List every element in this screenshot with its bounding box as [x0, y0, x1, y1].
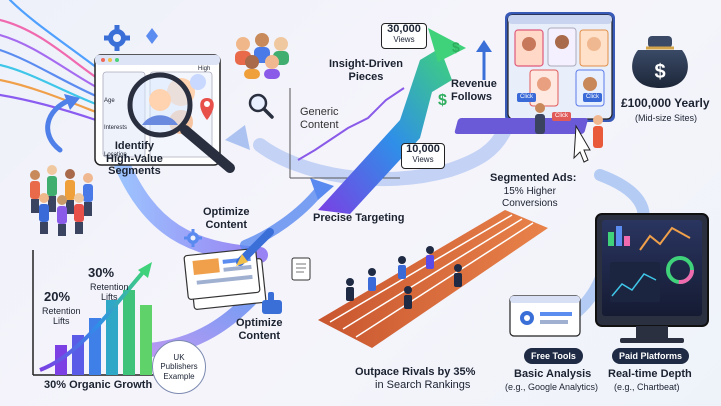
cursor-icon: [573, 124, 591, 163]
ad-window: [454, 12, 615, 134]
generic-content-label: Generic Content: [300, 106, 339, 131]
yearly-note-label: (Mid-size Sites): [635, 113, 698, 123]
views-high-badge: 30,000 Views: [381, 23, 427, 49]
flow-arrow-return: [253, 123, 512, 187]
people-group-icon: [235, 33, 289, 79]
yearly-amount-label: £100,000 Yearly: [621, 96, 710, 110]
crowd-icon: [30, 165, 93, 236]
views-low-number: 10,000: [406, 143, 440, 155]
identify-segments-label: Identify High-Value Segments: [106, 140, 163, 178]
rocket-arrow-icon: $ $: [318, 28, 466, 214]
organic-growth-label: 30% Organic Growth: [44, 379, 153, 391]
growth-bar-chart: [32, 250, 160, 376]
presenter-person-icon: [535, 103, 603, 148]
gear-icon: [104, 25, 130, 51]
realtime-example: (e.g., Chartbeat): [614, 382, 680, 392]
views-high-number: 30,000: [387, 23, 421, 35]
profile-location-label: Location: [104, 152, 127, 158]
paid-platforms-pill: Paid Platforms: [612, 348, 690, 364]
basic-analysis-window: [509, 295, 581, 337]
precise-targeting-label: Precise Targeting: [313, 212, 405, 224]
segmented-ads-title: Segmented Ads:: [490, 172, 577, 184]
uk-publishers-badge: UK Publishers Example: [152, 340, 206, 394]
profile-interests-label: Interests: [104, 125, 128, 131]
insight-driven-label: Insight-Driven Pieces: [329, 58, 403, 83]
outpace-title: Outpace Rivals by 35%: [355, 366, 476, 378]
views-low-badge: 10,000 Views: [401, 143, 445, 169]
views-high-unit: Views: [393, 34, 415, 44]
realtime-depth-label: Real-time Depth: [608, 368, 692, 380]
basic-analysis-label: Basic Analysis: [514, 368, 592, 380]
location-pin-icon: [200, 98, 214, 120]
thumbs-up-icon: [262, 292, 282, 314]
document-icon: [291, 257, 311, 281]
small-magnifier-icon: [248, 93, 274, 119]
uk-publishers-text: UK Publishers Example: [160, 353, 198, 381]
basic-analysis-example: (e.g., Google Analytics): [505, 382, 599, 392]
racetrack: [318, 210, 548, 348]
svg-text:$: $: [438, 92, 447, 109]
outpace-detail: in Search Rankings: [375, 379, 471, 391]
svg-text:$: $: [452, 39, 460, 55]
profile-age-label: Age: [104, 98, 115, 104]
retention-30-text: Retention Lifts: [90, 282, 129, 303]
realtime-dashboard-monitor: [595, 213, 709, 343]
content-pages-icon: [183, 248, 267, 310]
small-gear-icon: [184, 229, 202, 247]
ad-click-button-1: Click: [517, 93, 536, 102]
diamond-icon: [146, 28, 158, 44]
pencil-icon: [236, 228, 274, 266]
free-tools-pill: Free Tools: [524, 348, 583, 364]
retention-20-text: Retention Lifts: [42, 306, 81, 327]
segmented-ads-detail: 15% Higher Conversions: [502, 186, 558, 209]
optimize-content-top-label: Optimize Content: [203, 206, 250, 231]
svg-text:$: $: [654, 61, 665, 83]
optimize-content-bottom-label: Optimize Content: [236, 317, 283, 342]
dollar-bag-icon: $: [632, 36, 688, 88]
revenue-follows-label: Revenue Follows: [451, 78, 497, 103]
magnifier-icon: [127, 72, 235, 173]
retention-20-pct: 20%: [44, 289, 71, 304]
data-stream-lines: [0, 0, 102, 122]
views-low-unit: Views: [412, 154, 434, 164]
ad-click-button-2: Click: [552, 112, 571, 121]
ad-click-button-3: Click: [583, 93, 602, 102]
profile-high-label: High: [198, 66, 211, 72]
up-arrow-icon: [476, 40, 492, 80]
retention-30-pct: 30%: [88, 265, 115, 280]
